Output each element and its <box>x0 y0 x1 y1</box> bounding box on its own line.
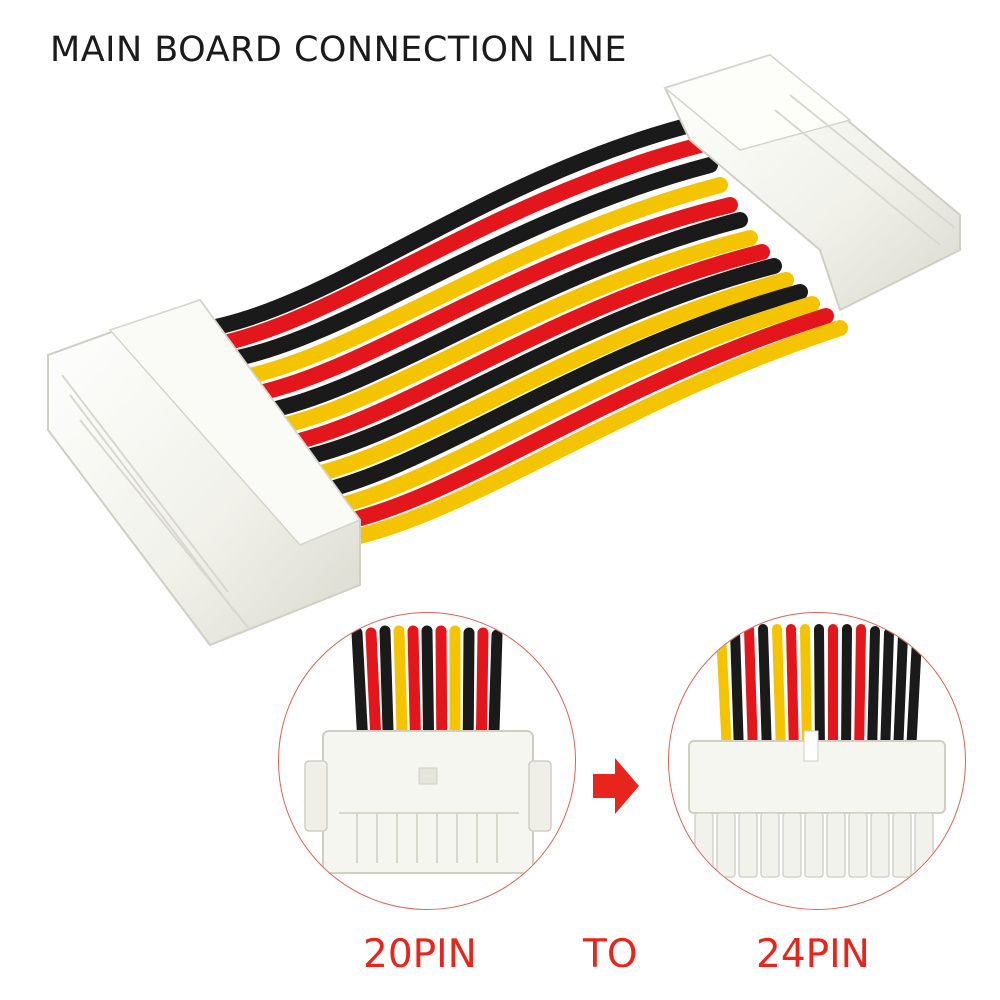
detail-24pin <box>668 612 966 910</box>
wire-bundle <box>192 117 848 548</box>
detail-20pin <box>278 612 576 910</box>
page-title: MAIN BOARD CONNECTION LINE <box>50 30 628 70</box>
label-24pin: 24PIN <box>756 932 870 977</box>
adapter-cable-photo <box>47 53 961 647</box>
right-connector <box>663 53 961 312</box>
detail-20pin-illustration <box>304 625 552 874</box>
label-to: TO <box>583 932 638 977</box>
right-arrow-icon <box>593 758 639 814</box>
left-connector <box>47 298 362 647</box>
label-20pin: 20PIN <box>363 932 477 977</box>
detail-24pin-illustration <box>688 624 946 878</box>
